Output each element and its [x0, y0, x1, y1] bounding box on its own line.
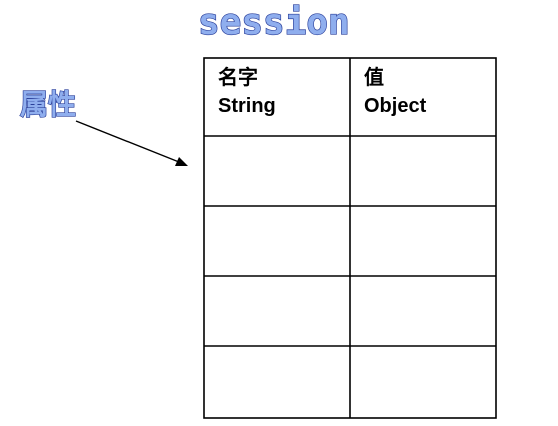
session-table: 名字 String 值 Object: [203, 57, 497, 419]
header-name-chinese: 名字: [218, 65, 258, 89]
header-name-type: String: [218, 95, 276, 117]
header-cell-name: 名字 String: [218, 65, 276, 117]
arrow-head-icon: [175, 157, 188, 166]
arrow-shaft: [75, 120, 180, 163]
session-title: session: [198, 2, 350, 43]
header-value-type: Object: [364, 95, 427, 117]
header-cell-value: 值 Object: [364, 65, 427, 117]
arrow-connector: [75, 120, 188, 166]
header-value-chinese: 值: [364, 65, 384, 89]
attribute-label: 属性: [20, 88, 76, 121]
